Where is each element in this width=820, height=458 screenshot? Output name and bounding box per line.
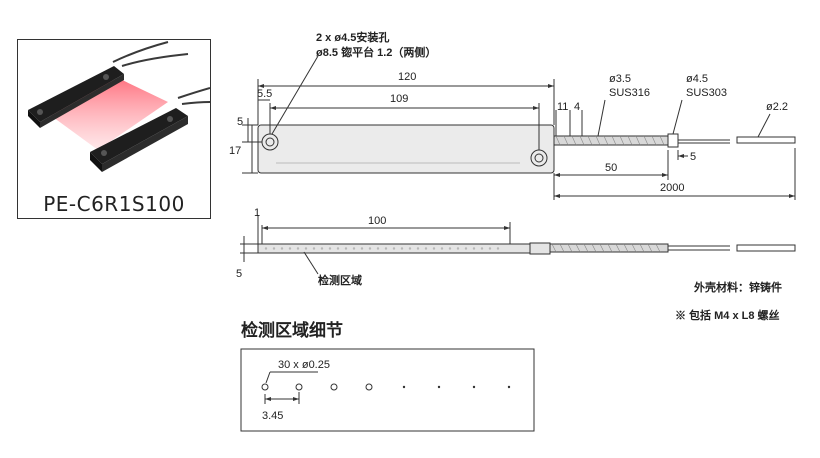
model-label: PE-C6R1S100 bbox=[43, 192, 185, 216]
cable-3 bbox=[177, 87, 210, 99]
sensor-body-top bbox=[257, 124, 555, 174]
cable-a-material: SUS316 bbox=[609, 87, 650, 99]
cable-2 bbox=[121, 53, 189, 67]
dim-hole-height: 5 bbox=[237, 116, 243, 128]
dim-total-length: 120 bbox=[398, 71, 416, 83]
dim-hole-pitch: 109 bbox=[390, 93, 408, 105]
detail-holes bbox=[261, 383, 373, 391]
cable-1 bbox=[112, 41, 169, 63]
cable-a-diameter: ø3.5 bbox=[609, 73, 631, 85]
side-cable-braid bbox=[549, 243, 669, 253]
dim-body-height: 17 bbox=[229, 145, 241, 157]
mounting-note-line2: ø8.5 锪平台 1.2（两侧） bbox=[316, 45, 436, 59]
housing-material-note: 外壳材料：锌铸件 bbox=[693, 280, 782, 294]
detail-pitch-label: 3.45 bbox=[262, 410, 283, 422]
dim-hole-offset: 5.5 bbox=[257, 88, 272, 100]
detail-title: 检测区域细节 bbox=[241, 320, 343, 340]
sensor-bar-1 bbox=[28, 66, 124, 122]
screws-note: ※ 包括 M4 x L8 螺丝 bbox=[675, 308, 780, 322]
cable-4 bbox=[181, 101, 210, 105]
red-beam bbox=[46, 78, 168, 150]
cable-ferrule bbox=[667, 133, 679, 148]
dim-1: 1 bbox=[254, 207, 260, 219]
dim-4: 4 bbox=[574, 101, 580, 113]
dim-2000: 2000 bbox=[660, 182, 684, 194]
detail-holes-label: 30 x ø0.25 bbox=[278, 359, 330, 371]
dim-100: 100 bbox=[368, 215, 386, 227]
product-photo bbox=[28, 41, 210, 172]
product-photo-panel: PE-C6R1S100 bbox=[17, 39, 211, 219]
dim-11: 11 bbox=[557, 101, 568, 113]
sensor-bar-2 bbox=[90, 108, 188, 164]
cable-sus316 bbox=[553, 135, 669, 146]
mounting-note-line1: 2 x ø4.5安装孔 bbox=[316, 30, 389, 44]
dim-50: 50 bbox=[605, 162, 617, 174]
detection-dots-side bbox=[264, 247, 500, 250]
dim-5-right: 5 bbox=[690, 151, 696, 163]
detect-region-label: 检测区域 bbox=[318, 273, 362, 287]
cable-b-diameter: ø4.5 bbox=[686, 73, 708, 85]
cable-b-material: SUS303 bbox=[686, 87, 727, 99]
cable-c-diameter: ø2.2 bbox=[766, 101, 788, 113]
cable-end bbox=[736, 136, 796, 144]
dim-5-side: 5 bbox=[236, 268, 242, 280]
detail-box bbox=[240, 348, 535, 432]
